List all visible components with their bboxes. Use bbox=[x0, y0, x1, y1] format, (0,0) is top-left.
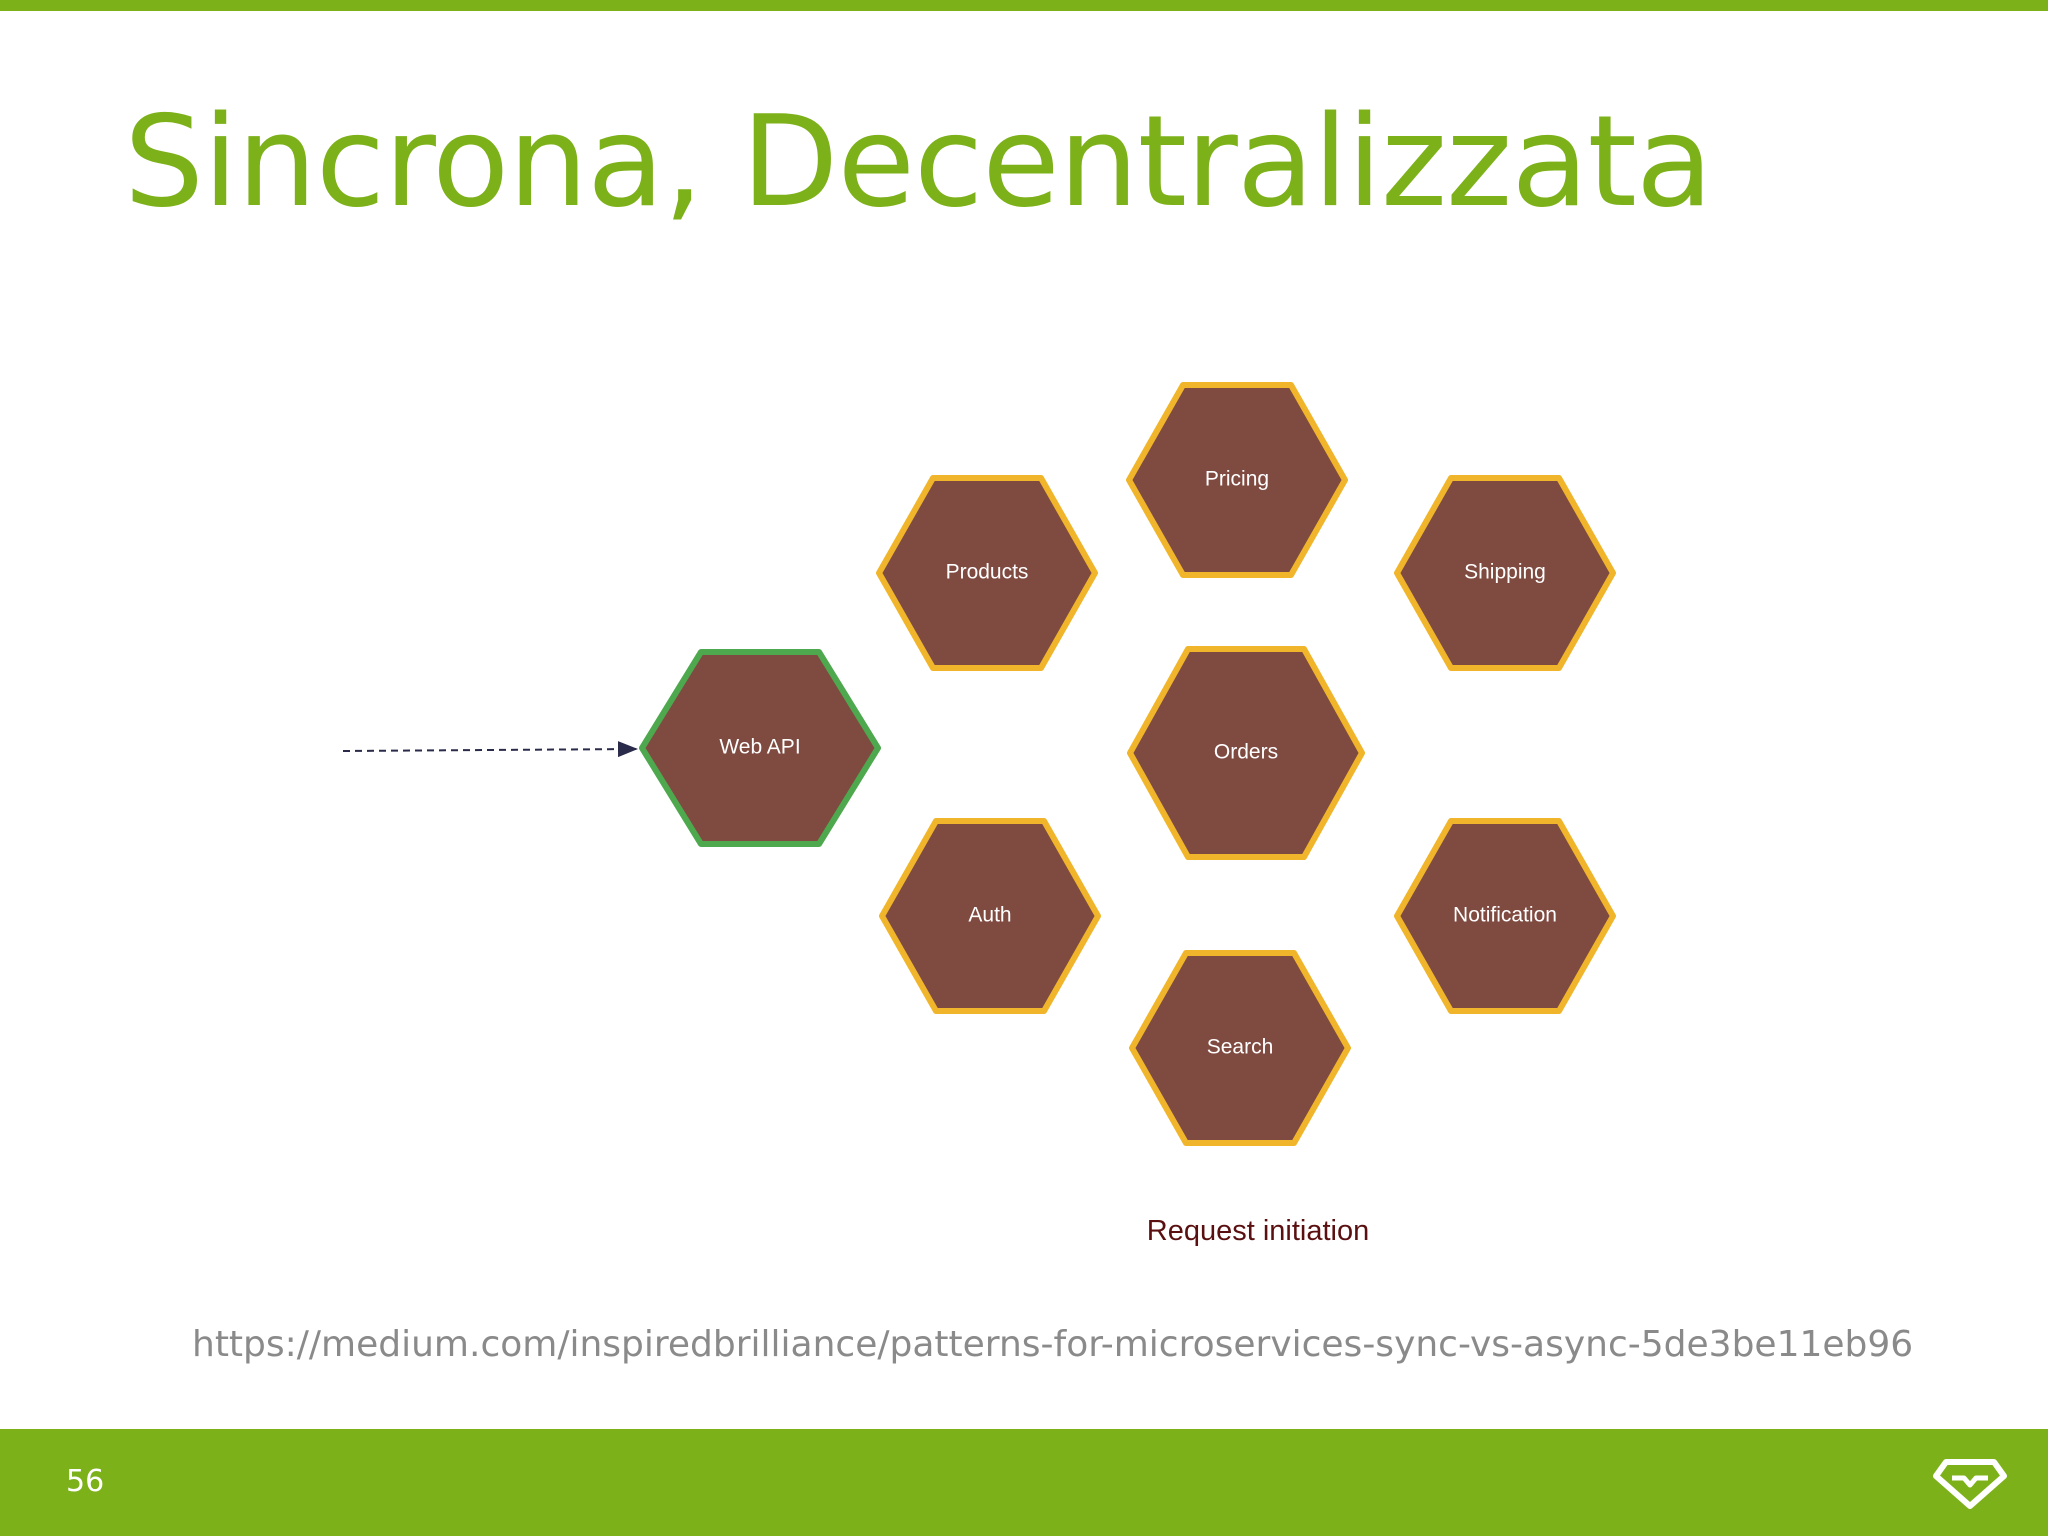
hex-label: Notification bbox=[1453, 904, 1557, 927]
hex-node-web-api: Web API bbox=[639, 649, 881, 847]
hex-label: Orders bbox=[1214, 741, 1278, 764]
hex-node-notification: Notification bbox=[1394, 818, 1616, 1014]
footer-bar bbox=[0, 1429, 2048, 1536]
request-arrow bbox=[342, 741, 638, 758]
hexagon-shape bbox=[639, 649, 881, 847]
hex-label: Search bbox=[1207, 1036, 1274, 1059]
diagram-caption: Request initiation bbox=[1147, 1215, 1369, 1247]
hexagon-shape bbox=[1127, 646, 1365, 860]
hex-node-search: Search bbox=[1129, 950, 1351, 1146]
hex-node-pricing: Pricing bbox=[1126, 382, 1348, 578]
hexagon-shape bbox=[1394, 475, 1616, 671]
hex-label: Web API bbox=[719, 736, 800, 759]
hex-node-products: Products bbox=[876, 475, 1098, 671]
hex-label: Auth bbox=[968, 904, 1011, 927]
hexagon-shape bbox=[876, 475, 1098, 671]
hex-node-orders: Orders bbox=[1127, 646, 1365, 860]
hex-label: Pricing bbox=[1205, 468, 1269, 491]
diamond-logo-icon bbox=[1933, 1459, 2007, 1509]
hexagon-shape bbox=[1129, 950, 1351, 1146]
hex-label: Products bbox=[946, 561, 1029, 584]
hex-label: Shipping bbox=[1464, 561, 1546, 584]
hexagon-shape bbox=[1394, 818, 1616, 1014]
hex-node-auth: Auth bbox=[879, 818, 1101, 1014]
page-number: 56 bbox=[66, 1464, 105, 1499]
hex-node-shipping: Shipping bbox=[1394, 475, 1616, 671]
slide-title: Sincrona, Decentralizzata bbox=[124, 88, 1713, 235]
hexagon-shape bbox=[1126, 382, 1348, 578]
top-accent-bar bbox=[0, 0, 2048, 11]
hexagon-shape bbox=[879, 818, 1101, 1014]
source-url[interactable]: https://medium.com/inspiredbrilliance/pa… bbox=[192, 1324, 1914, 1365]
